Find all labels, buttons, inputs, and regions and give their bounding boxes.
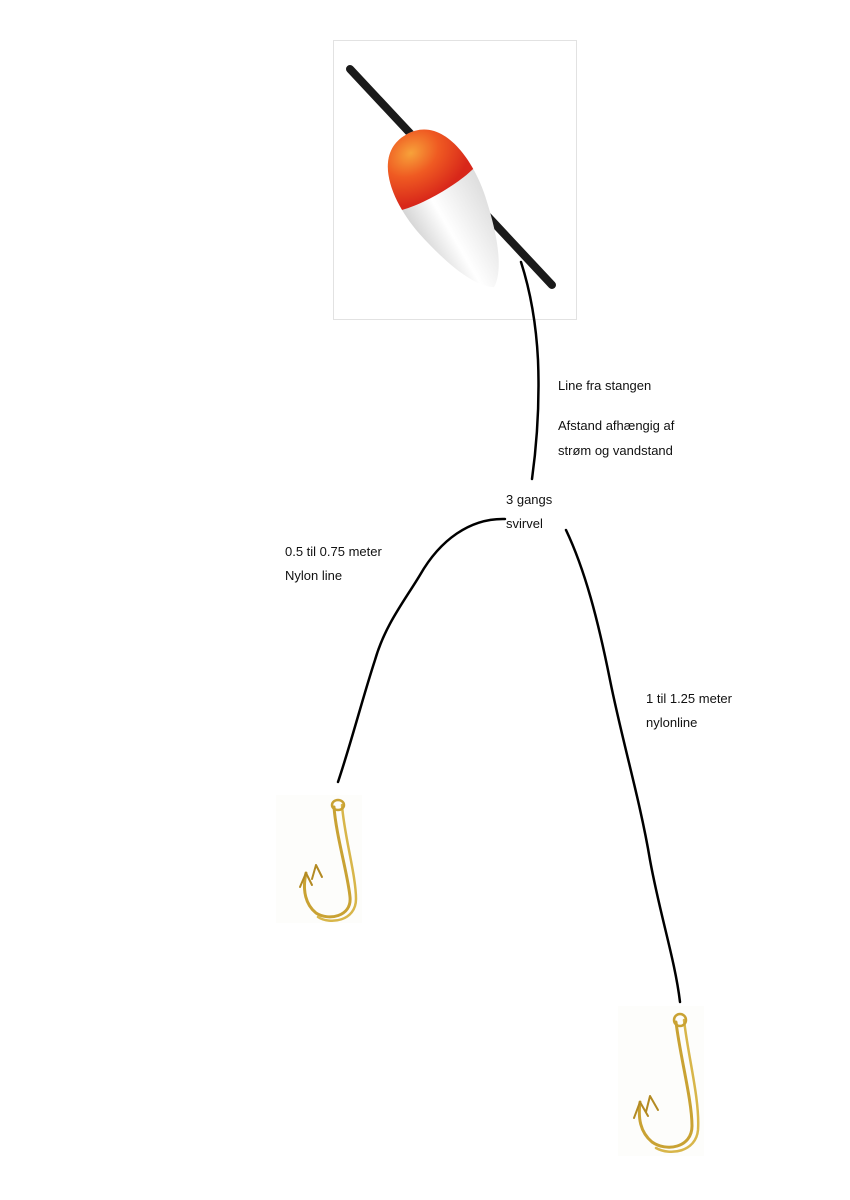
swivel-label-line2: svirvel — [506, 516, 543, 531]
fish-hook-icon — [633, 1012, 700, 1154]
long-leader-label-line1: 1 til 1.25 meter — [646, 691, 732, 706]
distance-label-line1: Afstand afhængig af — [558, 418, 675, 433]
swivel-label-line1: 3 gangs — [506, 492, 553, 507]
fishing-float-icon — [346, 65, 556, 308]
short-leader-label-line1: 0.5 til 0.75 meter — [285, 544, 382, 559]
long-leader-line — [564, 528, 682, 1004]
float-image-frame — [333, 40, 577, 320]
short-leader-label-line2: Nylon line — [285, 568, 343, 583]
hook-image-left — [276, 795, 362, 923]
short-leader-line — [336, 517, 507, 784]
hook-image-right — [618, 1006, 704, 1156]
long-leader-label-line2: nylonline — [646, 715, 698, 730]
main-line — [519, 260, 540, 481]
fish-hook-icon — [299, 798, 358, 922]
line-from-rod-label: Line fra stangen — [558, 378, 652, 393]
distance-label-line2: strøm og vandstand — [558, 443, 673, 458]
